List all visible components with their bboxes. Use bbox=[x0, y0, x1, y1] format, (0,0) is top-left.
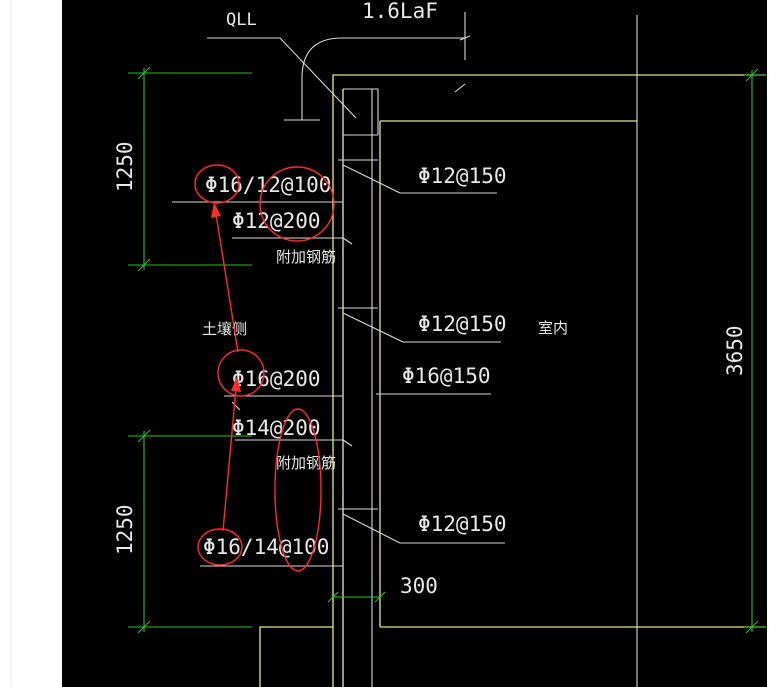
tie-group-2 bbox=[338, 307, 501, 343]
annotation-circle-top-right bbox=[259, 166, 335, 242]
label-soil-side: 土壤侧 bbox=[202, 320, 247, 338]
tie-group-3 bbox=[338, 508, 505, 544]
arrowhead-upper bbox=[211, 202, 221, 218]
right-margin bbox=[767, 0, 777, 687]
annotation-arrow-lower bbox=[222, 387, 237, 532]
label-right-2: Φ12@150 bbox=[418, 312, 507, 336]
label-dim-height: 3650 bbox=[723, 325, 747, 376]
label-qll: QLL bbox=[226, 10, 257, 30]
label-extra-top: 附加钢筋 bbox=[276, 248, 336, 266]
annotation-arrow-upper bbox=[215, 213, 239, 353]
label-left-mid3: Φ14@200 bbox=[232, 416, 321, 440]
label-left-bottom: Φ16/14@100 bbox=[203, 535, 329, 559]
red-annotations bbox=[194, 164, 335, 572]
arrowhead-lower bbox=[231, 376, 241, 392]
label-left-top: Φ16/12@100 bbox=[205, 173, 331, 197]
label-right-4: Φ12@150 bbox=[418, 512, 507, 536]
label-indoor: 室内 bbox=[538, 319, 568, 337]
label-dim-bottom: 1250 bbox=[113, 504, 137, 555]
annotation-circle-top-left bbox=[194, 164, 240, 204]
label-right-3: Φ16@150 bbox=[402, 364, 491, 388]
left-margin bbox=[0, 0, 62, 687]
label-right-1: Φ12@150 bbox=[418, 164, 507, 188]
rebar-lines bbox=[172, 12, 638, 687]
label-extra-bottom: 附加钢筋 bbox=[276, 454, 336, 472]
label-left-mid1: Φ12@200 bbox=[232, 209, 321, 233]
tie-group-1 bbox=[338, 159, 497, 194]
label-dim-thickness: 300 bbox=[400, 574, 438, 598]
drawing-background bbox=[62, 0, 767, 687]
annotation-ellipse-bottom-right bbox=[274, 408, 322, 572]
label-lap: 1.6LaF bbox=[362, 0, 438, 23]
label-left-mid2: Φ16@200 bbox=[232, 367, 321, 391]
label-dim-top: 1250 bbox=[113, 141, 137, 192]
annotation-circle-middle bbox=[217, 349, 265, 397]
annotation-circle-bottom-left bbox=[197, 528, 243, 566]
